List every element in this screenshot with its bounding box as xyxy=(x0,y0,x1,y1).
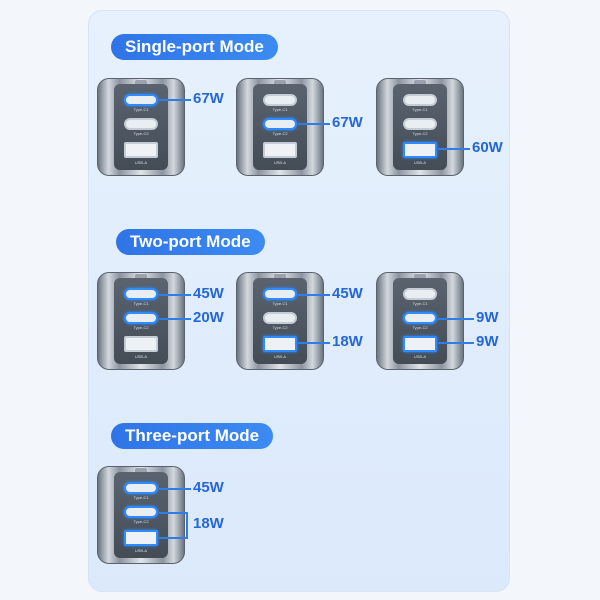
watt-label: 9W xyxy=(476,309,499,326)
usb-a-port xyxy=(124,142,158,158)
connector-line xyxy=(298,342,330,344)
connector-line xyxy=(159,99,191,101)
type-c1-port xyxy=(403,288,437,300)
type-c1-label: Type-C1 xyxy=(412,301,428,306)
usb-a-port xyxy=(263,142,297,158)
usb-a-label: USB-A xyxy=(413,354,427,359)
charger-face: Type-C1 Type-C2 USB-A xyxy=(253,84,307,170)
charger-single-a: Type-C1 Type-C2 USB-A xyxy=(376,78,464,176)
type-c1-port xyxy=(263,288,297,300)
type-c2-label: Type-C2 xyxy=(412,325,428,330)
charger-three-port: Type-C1 Type-C2 USB-A xyxy=(97,466,185,564)
watt-label: 67W xyxy=(193,90,224,107)
single-port-mode-title: Single-port Mode xyxy=(111,34,278,60)
watt-label: 18W xyxy=(332,333,363,350)
type-c2-port xyxy=(124,312,158,324)
charger-notch xyxy=(135,274,147,279)
bracket-line xyxy=(186,512,188,539)
charger-two-c2-a: Type-C1 Type-C2 USB-A xyxy=(376,272,464,370)
charger-notch xyxy=(274,274,286,279)
type-c1-port xyxy=(124,482,158,494)
three-port-mode-title: Three-port Mode xyxy=(111,423,274,449)
bracket-line xyxy=(159,537,187,539)
usb-a-label: USB-A xyxy=(134,354,148,359)
connector-line xyxy=(159,318,191,320)
usb-a-port xyxy=(263,336,297,352)
type-c2-port xyxy=(263,312,297,324)
watt-label: 67W xyxy=(332,114,363,131)
connector-line xyxy=(438,148,470,150)
charger-face: Type-C1 Type-C2 USB-A xyxy=(114,84,168,170)
usb-a-label: USB-A xyxy=(273,160,287,165)
watt-label: 9W xyxy=(476,333,499,350)
charger-single-c2: Type-C1 Type-C2 USB-A xyxy=(236,78,324,176)
charger-two-c1-c2: Type-C1 Type-C2 USB-A xyxy=(97,272,185,370)
type-c1-port xyxy=(403,94,437,106)
usb-a-label: USB-A xyxy=(134,548,148,553)
watt-label: 20W xyxy=(193,309,224,326)
charger-face: Type-C1 Type-C2 USB-A xyxy=(393,278,447,364)
type-c2-port xyxy=(403,312,437,324)
type-c1-label: Type-C1 xyxy=(272,301,288,306)
usb-a-port xyxy=(403,336,437,352)
charger-face: Type-C1 Type-C2 USB-A xyxy=(114,472,168,558)
charger-face: Type-C1 Type-C2 USB-A xyxy=(393,84,447,170)
connector-line xyxy=(159,488,191,490)
type-c1-port xyxy=(124,288,158,300)
type-c2-label: Type-C2 xyxy=(133,325,149,330)
type-c2-label: Type-C2 xyxy=(272,325,288,330)
charger-face: Type-C1 Type-C2 USB-A xyxy=(114,278,168,364)
bracket-line xyxy=(159,512,187,514)
type-c1-label: Type-C1 xyxy=(272,107,288,112)
charger-single-c1: Type-C1 Type-C2 USB-A xyxy=(97,78,185,176)
watt-label: 45W xyxy=(193,285,224,302)
usb-a-label: USB-A xyxy=(273,354,287,359)
type-c1-label: Type-C1 xyxy=(133,107,149,112)
type-c2-port xyxy=(263,118,297,130)
charger-notch xyxy=(414,80,426,85)
connector-line xyxy=(438,318,474,320)
type-c2-label: Type-C2 xyxy=(133,131,149,136)
usb-a-port xyxy=(124,530,158,546)
type-c2-port xyxy=(124,506,158,518)
watt-label: 45W xyxy=(332,285,363,302)
watt-label: 18W xyxy=(193,515,224,532)
charger-notch xyxy=(135,468,147,473)
type-c1-label: Type-C1 xyxy=(412,107,428,112)
connector-line xyxy=(438,342,474,344)
charger-face: Type-C1 Type-C2 USB-A xyxy=(253,278,307,364)
usb-a-port xyxy=(124,336,158,352)
connector-line xyxy=(159,294,191,296)
watt-label: 60W xyxy=(472,139,503,156)
connector-line xyxy=(298,123,330,125)
watt-label: 45W xyxy=(193,479,224,496)
charger-notch xyxy=(414,274,426,279)
type-c2-label: Type-C2 xyxy=(272,131,288,136)
type-c1-label: Type-C1 xyxy=(133,301,149,306)
charger-two-c1-a: Type-C1 Type-C2 USB-A xyxy=(236,272,324,370)
two-port-mode-title: Two-port Mode xyxy=(116,229,265,255)
type-c2-label: Type-C2 xyxy=(133,519,149,524)
type-c2-port xyxy=(403,118,437,130)
type-c1-port xyxy=(124,94,158,106)
charger-notch xyxy=(135,80,147,85)
usb-a-label: USB-A xyxy=(134,160,148,165)
charger-notch xyxy=(274,80,286,85)
type-c2-port xyxy=(124,118,158,130)
type-c1-port xyxy=(263,94,297,106)
usb-a-port xyxy=(403,142,437,158)
usb-a-label: USB-A xyxy=(413,160,427,165)
type-c2-label: Type-C2 xyxy=(412,131,428,136)
connector-line xyxy=(298,294,330,296)
type-c1-label: Type-C1 xyxy=(133,495,149,500)
